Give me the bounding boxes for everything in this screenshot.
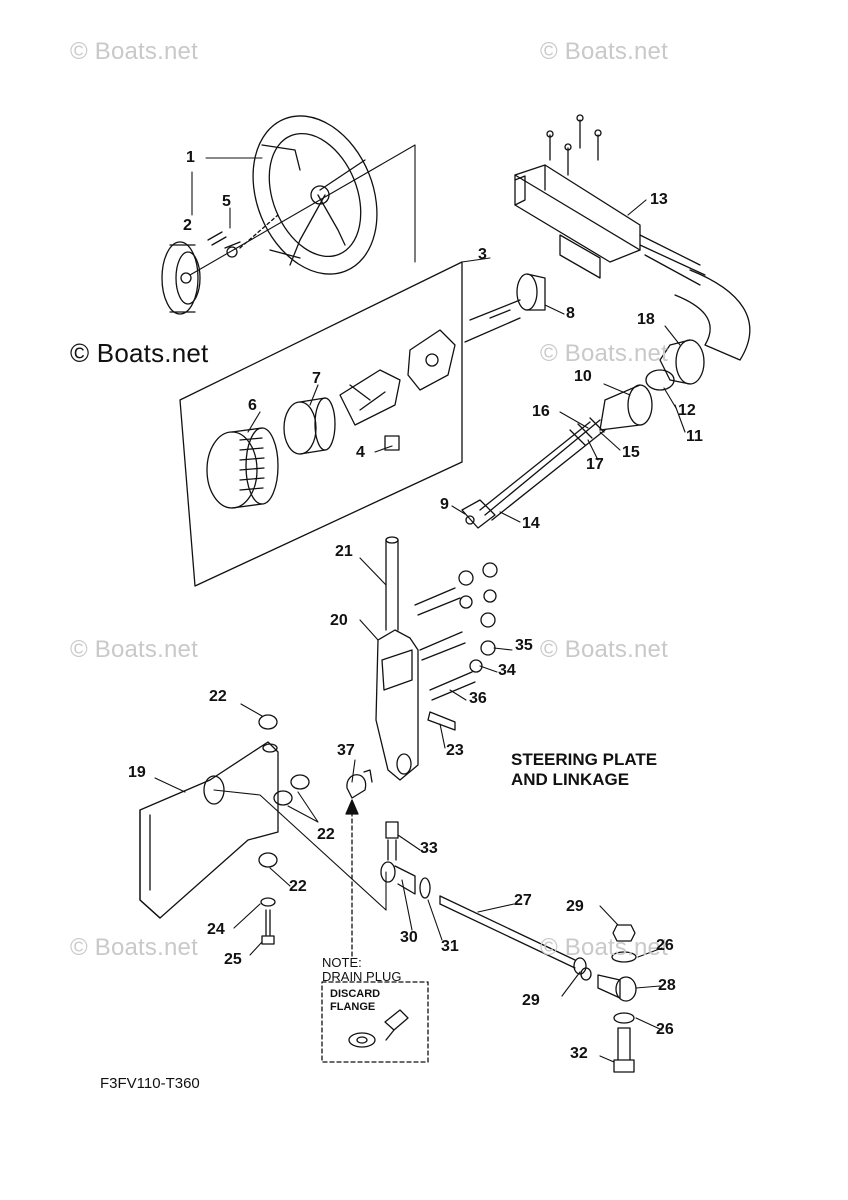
watermark: © Boats.net <box>540 340 668 367</box>
steering-plate-part <box>375 629 419 781</box>
callout-19: 19 <box>128 764 146 781</box>
boot-part <box>659 339 705 385</box>
clevis-part <box>461 499 496 529</box>
diagram-title: STEERING PLATE AND LINKAGE <box>511 750 657 790</box>
callout-22-bottom: 22 <box>289 878 307 895</box>
washer-part <box>260 897 276 907</box>
boot-lower-part <box>599 384 653 431</box>
watermark: © Boats.net <box>540 934 668 961</box>
studs-part <box>414 587 476 701</box>
callout-27: 27 <box>514 892 532 909</box>
callout-13: 13 <box>650 191 668 208</box>
callout-31: 31 <box>441 938 459 955</box>
callout-32: 32 <box>570 1045 588 1062</box>
callout-21: 21 <box>335 543 353 560</box>
callout-12: 12 <box>678 402 696 419</box>
callout-1: 1 <box>186 149 195 166</box>
callout-17: 17 <box>586 456 604 473</box>
nut-washer-part <box>207 231 241 258</box>
callout-24: 24 <box>207 921 225 938</box>
callout-8: 8 <box>566 305 575 322</box>
callout-34: 34 <box>498 662 516 679</box>
callout-36: 36 <box>469 690 487 707</box>
rod-hardware-part <box>580 924 637 1073</box>
note-box <box>321 981 429 1063</box>
callout-37: 37 <box>337 742 355 759</box>
watermark: © Boats.net <box>70 338 209 368</box>
bolt-33-part <box>385 821 399 861</box>
callout-29-top: 29 <box>566 898 584 915</box>
callout-26-top: 26 <box>656 937 674 954</box>
steering-wheel-part <box>252 115 378 275</box>
mount-rail-part <box>514 164 706 286</box>
watermark: © Boats.net <box>70 38 198 65</box>
note-line-1: NOTE: <box>322 955 362 970</box>
rod-end-30-part <box>380 861 416 895</box>
drain-plug-part <box>346 769 373 799</box>
callout-4: 4 <box>356 444 365 461</box>
callout-30: 30 <box>400 929 418 946</box>
callout-10: 10 <box>574 368 592 385</box>
cable-part <box>674 269 751 361</box>
callout-28: 28 <box>658 977 676 994</box>
callout-15: 15 <box>622 444 640 461</box>
callout-6: 6 <box>248 397 257 414</box>
rod-end-28-part <box>597 974 637 1002</box>
callout-16: 16 <box>532 403 550 420</box>
callout-35: 35 <box>515 637 533 654</box>
note-line-2: DRAIN PLUG <box>322 969 402 984</box>
callout-33: 33 <box>420 840 438 857</box>
clip-part <box>384 435 400 451</box>
spacer-part <box>283 397 336 455</box>
callout-14: 14 <box>522 515 540 532</box>
leader-lines <box>154 157 686 1063</box>
pin-part <box>427 711 456 731</box>
bushings-part <box>258 714 310 868</box>
watermark: © Boats.net <box>540 636 668 663</box>
helm-unit-part <box>339 329 456 426</box>
flange-illustration <box>348 1009 409 1048</box>
callout-5: 5 <box>222 193 231 210</box>
callout-26-bottom: 26 <box>656 1021 674 1038</box>
tie-rod-part <box>439 895 587 975</box>
bolt-part <box>261 909 275 945</box>
callout-22-top: 22 <box>209 688 227 705</box>
callout-20: 20 <box>330 612 348 629</box>
clamp-part <box>645 369 675 391</box>
callout-2: 2 <box>183 217 192 234</box>
callout-3: 3 <box>478 246 487 263</box>
bezel-part <box>206 427 279 509</box>
note-label: NOTE: DRAIN PLUG <box>322 956 401 984</box>
callout-11: 11 <box>686 428 703 445</box>
title-line-1: STEERING PLATE <box>511 750 658 769</box>
hub-cap-part <box>161 241 201 315</box>
callout-22-middle: 22 <box>317 826 335 843</box>
note-box-line-1: DISCARD <box>330 988 381 1000</box>
note-box-text: DISCARD FLANGE <box>330 988 380 1014</box>
watermark: © Boats.net <box>70 636 198 663</box>
steering-arm-part <box>139 741 279 919</box>
nuts-washers-part <box>458 562 498 673</box>
tilt-cable-part <box>479 417 606 521</box>
bolts-part <box>546 114 602 176</box>
helm-box-outline <box>179 261 463 587</box>
callout-29-bottom: 29 <box>522 992 540 1009</box>
note-arrow-head <box>345 799 359 815</box>
watermark: © Boats.net <box>540 38 668 65</box>
callout-23: 23 <box>446 742 464 759</box>
steering-post-part <box>385 536 399 631</box>
callout-25: 25 <box>224 951 242 968</box>
callout-18: 18 <box>637 311 655 328</box>
washer-31-part <box>419 877 431 899</box>
note-box-line-2: FLANGE <box>330 1001 376 1013</box>
tilt-tube-part <box>464 273 546 343</box>
title-line-2: AND LINKAGE <box>511 770 630 789</box>
callout-9: 9 <box>440 496 449 513</box>
callout-7: 7 <box>312 370 321 387</box>
diagram-code: F3FV110-T360 <box>100 1075 200 1092</box>
watermark: © Boats.net <box>70 934 198 961</box>
